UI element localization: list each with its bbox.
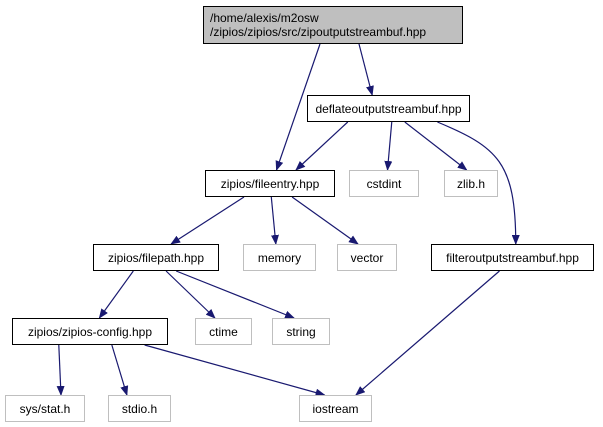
node-cstdint: cstdint	[349, 170, 419, 197]
node-vector: vector	[337, 244, 397, 271]
edge-filepath-to-config	[98, 270, 134, 319]
node-label: iostream	[312, 401, 359, 416]
node-label: memory	[257, 250, 302, 265]
node-label: zipios/zipios-config.hpp	[27, 324, 153, 339]
node-label: deflateoutputstreambuf.hpp	[315, 101, 462, 116]
edge-root-to-fileentry	[275, 43, 321, 171]
edge-fileentry-to-filepath	[170, 196, 245, 245]
node-label: zipios/fileentry.hpp	[220, 176, 320, 191]
node-stdio: stdio.h	[108, 395, 171, 422]
edge-deflate-to-filter	[437, 121, 520, 245]
node-memory: memory	[243, 244, 316, 271]
edge-filepath-to-string	[175, 270, 295, 319]
node-label: cstdint	[366, 176, 402, 191]
node-deflateoutputstreambuf[interactable]: deflateoutputstreambuf.hpp	[307, 95, 470, 122]
node-label: zlib.h	[456, 176, 485, 191]
node-string: string	[272, 318, 330, 345]
node-label: vector	[350, 250, 384, 265]
edge-deflate-to-fileentry	[295, 121, 349, 171]
node-fileentry[interactable]: zipios/fileentry.hpp	[205, 170, 335, 197]
node-label: ctime	[209, 324, 238, 339]
node-zlib: zlib.h	[444, 170, 498, 197]
edge-fileentry-to-memory	[270, 196, 279, 245]
edge-config-to-stat	[56, 344, 65, 396]
node-label: stdio.h	[121, 401, 158, 416]
node-label: filteroutputstreambuf.hpp	[446, 250, 579, 265]
node-filepath[interactable]: zipios/filepath.hpp	[93, 244, 219, 271]
node-label: string	[286, 324, 316, 339]
edge-filepath-to-ctime	[165, 270, 216, 319]
edge-config-to-iostream	[144, 344, 326, 397]
node-ctime: ctime	[195, 318, 252, 345]
edge-config-to-stdio	[111, 344, 129, 396]
edge-deflate-to-zlib	[404, 121, 468, 171]
node-iostream: iostream	[299, 395, 372, 422]
edge-deflate-to-cstdint	[384, 121, 393, 171]
edge-fileentry-to-vector	[291, 196, 359, 245]
edge-root-to-deflate	[358, 43, 374, 96]
edge-filter-to-iostream	[355, 270, 500, 396]
node-label: sys/stat.h	[19, 401, 71, 416]
node-filteroutputstreambuf[interactable]: filteroutputstreambuf.hpp	[431, 244, 594, 271]
node-sys-stat: sys/stat.h	[5, 395, 85, 422]
node-zipios-config[interactable]: zipios/zipios-config.hpp	[12, 318, 168, 345]
node-zipoutputstreambuf[interactable]: /home/alexis/m2osw /zipios/zipios/src/zi…	[203, 6, 463, 44]
node-label: zipios/filepath.hpp	[107, 250, 205, 265]
dependency-edges	[56, 43, 520, 397]
root-path-line1: /home/alexis/m2osw	[210, 11, 319, 25]
root-path-line2: /zipios/zipios/src/zipoutputstreambuf.hp…	[210, 25, 427, 39]
